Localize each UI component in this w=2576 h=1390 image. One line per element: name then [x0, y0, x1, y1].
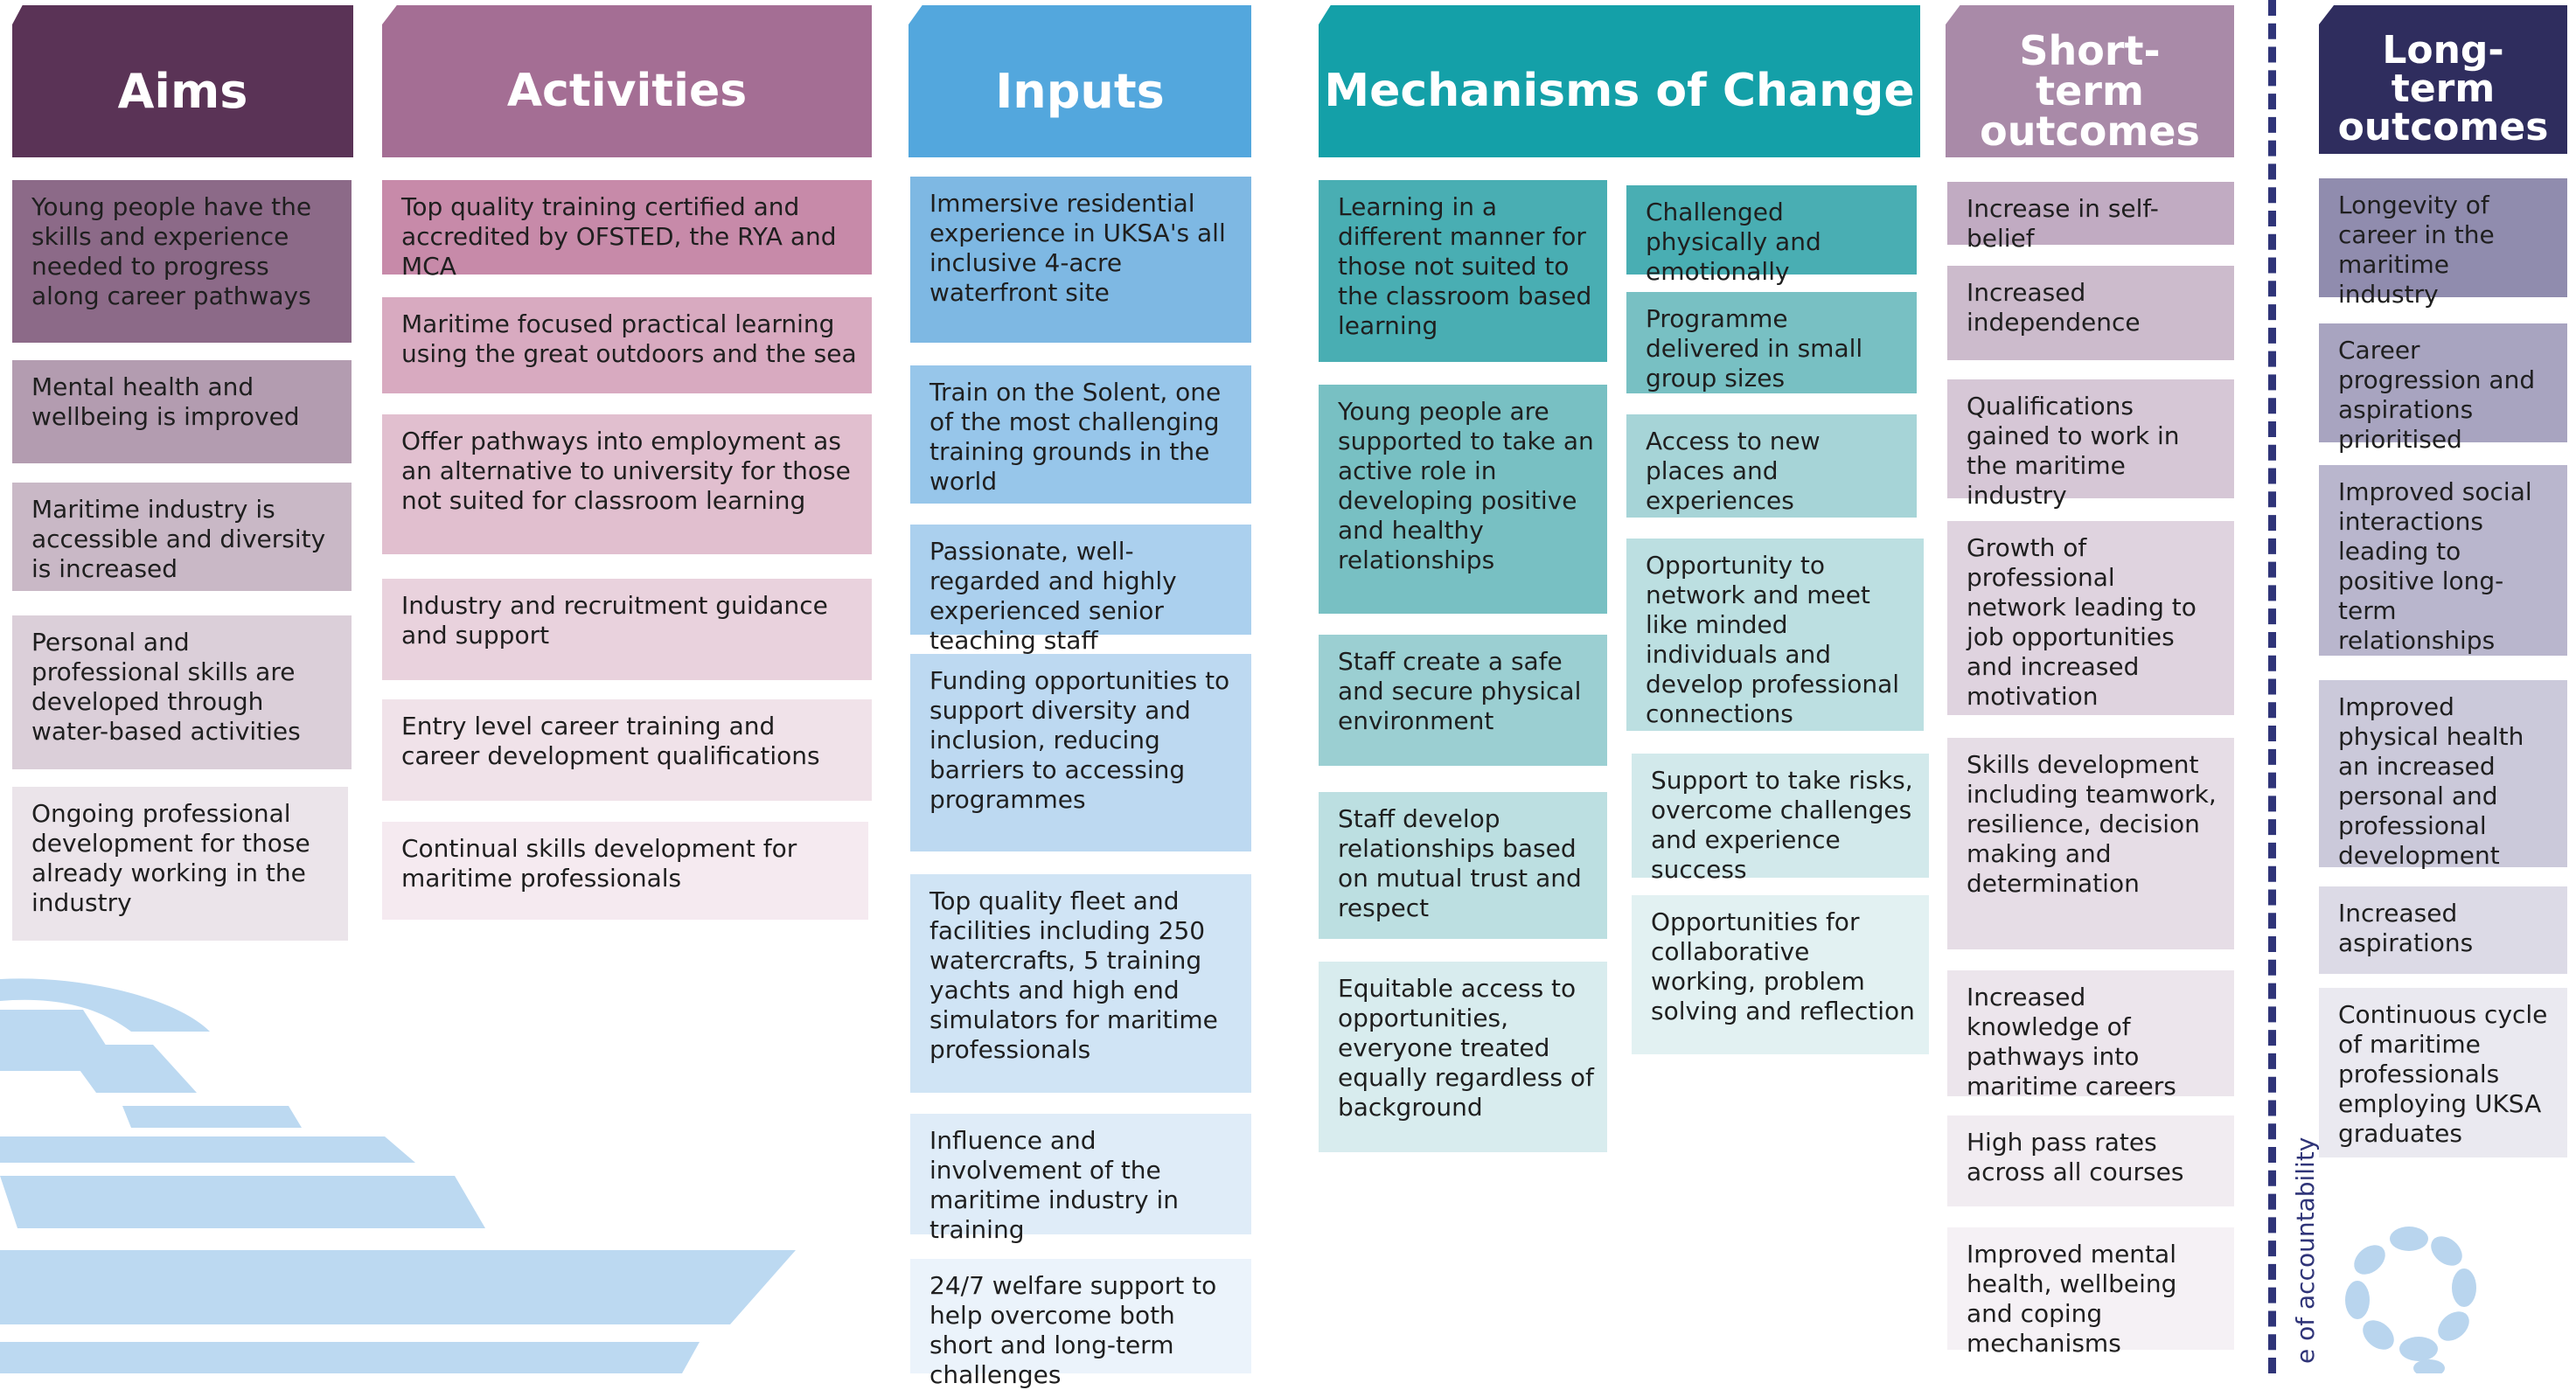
long-term-item: Continuous cycle of maritime professiona…	[2319, 988, 2567, 1157]
long-term-item: Longevity of career in the maritime indu…	[2319, 178, 2567, 309]
aim-item: Mental health and wellbeing is improved	[12, 360, 352, 463]
activity-item: Industry and recruitment guidance and su…	[382, 579, 872, 680]
long-term-item: Improved social interactions leading to …	[2319, 465, 2567, 656]
mechanism-item: Access to new places and experiences	[1626, 414, 1917, 518]
long-term-item: Career progression and aspirations prior…	[2319, 323, 2567, 454]
short-term-item: Improved mental health, wellbeing and co…	[1947, 1227, 2234, 1358]
mechanism-item: Equitable access to opportunities, every…	[1319, 962, 1607, 1152]
logo-ring-graphic	[2345, 1227, 2476, 1373]
short-term-item: Increase in self-belief	[1947, 182, 2234, 253]
long-term-item: Increased aspirations	[2319, 886, 2567, 974]
mechanism-item: Learning in a different manner for those…	[1319, 180, 1607, 362]
short-term-item: High pass rates across all courses	[1947, 1115, 2234, 1206]
mechanism-item: Programme delivered in small group sizes	[1626, 292, 1917, 393]
short-term-item: Qualifications gained to work in the mar…	[1947, 379, 2234, 510]
mechanism-item: Staff develop relationships based on mut…	[1319, 792, 1607, 939]
input-item: Funding opportunities to support diversi…	[910, 654, 1251, 851]
aims-header: Aims	[12, 5, 353, 157]
mechanisms-title: Mechanisms of Change	[1324, 65, 1915, 117]
aim-item: Maritime industry is accessible and dive…	[12, 483, 352, 591]
mechanism-item: Challenged physically and emotionally	[1626, 185, 1917, 286]
ship-graphic	[0, 978, 796, 1373]
input-item: Passionate, well-regarded and highly exp…	[910, 525, 1251, 655]
aim-item: Personal and professional skills are dev…	[12, 615, 352, 769]
inputs-header: Inputs	[909, 5, 1251, 157]
mechanism-item: Support to take risks, overcome challeng…	[1632, 754, 1929, 884]
aim-item: Ongoing professional development for tho…	[12, 787, 348, 941]
mechanism-item: Young people are supported to take an ac…	[1319, 385, 1607, 614]
activity-item: Offer pathways into employment as an alt…	[382, 414, 872, 554]
accountability-label: e of accountability	[2291, 1136, 2320, 1364]
long-term-header: Long-term outcomes	[2319, 5, 2567, 154]
input-item: Top quality fleet and facilities includi…	[910, 874, 1251, 1093]
short-term-item: Increased independence	[1947, 266, 2234, 360]
accountability-divider	[2268, 0, 2276, 1373]
short-term-header: Short-term outcomes	[1946, 5, 2234, 157]
activity-item: Continual skills development for maritim…	[382, 822, 868, 920]
long-term-title: Long-term outcomes	[2337, 28, 2549, 149]
long-term-item: Improved physical health an increased pe…	[2319, 680, 2567, 870]
mechanisms-header: Mechanisms of Change	[1319, 5, 1920, 157]
mechanism-item: Staff create a safe and secure physical …	[1319, 635, 1607, 766]
input-item: Train on the Solent, one of the most cha…	[910, 365, 1251, 504]
short-term-item: Growth of professional network leading t…	[1947, 521, 2234, 715]
activity-item: Top quality training certified and accre…	[382, 180, 872, 281]
input-item: 24/7 welfare support to help overcome bo…	[910, 1259, 1251, 1389]
activity-item: Maritime focused practical learning usin…	[382, 297, 872, 393]
activities-title: Activities	[506, 65, 748, 117]
short-term-item: Skills development including teamwork, r…	[1947, 738, 2234, 949]
short-term-title: Short-term outcomes	[1980, 27, 2200, 155]
aims-title: Aims	[117, 63, 248, 119]
mechanism-item: Opportunities for collaborative working,…	[1632, 895, 1929, 1054]
input-item: Immersive residential experience in UKSA…	[910, 177, 1251, 343]
mechanism-item: Opportunity to network and meet like min…	[1626, 539, 1924, 731]
activity-item: Entry level career training and career d…	[382, 699, 872, 801]
input-item: Influence and involvement of the maritim…	[910, 1114, 1251, 1244]
short-term-item: Increased knowledge of pathways into mar…	[1947, 970, 2234, 1101]
aim-item: Young people have the skills and experie…	[12, 180, 352, 343]
inputs-title: Inputs	[995, 63, 1165, 119]
activities-header: Activities	[382, 5, 872, 157]
